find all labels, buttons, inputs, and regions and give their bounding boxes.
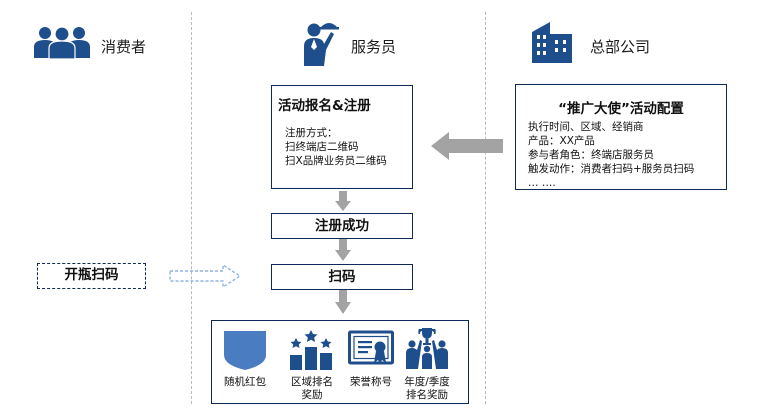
shield-icon: [222, 329, 268, 371]
office-building-icon: [529, 20, 575, 64]
ranking-bars-icon: [288, 328, 334, 370]
config-box: “推广大使”活动配置 执行时间、区域、经销商 产品：XX产品 参与者角色：终端店…: [515, 84, 727, 190]
step-register-success: 注册成功: [271, 213, 413, 239]
reward-label-annual-ranking-text: 年度/季度 排名奖励: [404, 376, 450, 401]
config-line-product: 产品：XX产品: [528, 135, 595, 147]
register-method-label: 注册方式：: [285, 127, 338, 139]
config-line-role: 参与者角色：终端店服务员: [528, 149, 654, 161]
lane-label-staff: 服务员: [351, 38, 397, 56]
register-box: 活动报名&注册 注册方式： 扫终端店二维码 扫X品牌业务员二维码: [271, 85, 413, 189]
reward-label-red-packet: 随机红包: [224, 376, 266, 388]
lane-label-consumer: 消费者: [101, 38, 147, 56]
config-box-title: “推广大使”活动配置: [558, 101, 684, 117]
lane-divider-left: [191, 12, 192, 404]
reward-label-regional-ranking: 区域排名 奖励: [281, 376, 343, 402]
reward-label-annual-ranking: 年度/季度 排名奖励: [395, 376, 459, 402]
consumer-open-scan-box: 开瓶扫码: [37, 263, 146, 289]
down-arrow-3: [335, 290, 351, 314]
consumer-to-scan-arrow: [169, 264, 241, 288]
lane-label-hq: 总部公司: [590, 38, 651, 56]
consumers-group-icon: [33, 25, 91, 59]
config-line-execution: 执行时间、区域、经销商: [528, 121, 644, 133]
reward-label-honor-title: 荣誉称号: [350, 376, 392, 388]
step-scan: 扫码: [271, 264, 413, 290]
certificate-icon: [348, 330, 394, 370]
waiter-icon: [301, 18, 343, 68]
config-line-ellipsis: … ….: [528, 177, 556, 189]
lane-divider-right: [485, 12, 486, 404]
register-method-store-qr: 扫终端店二维码: [285, 141, 359, 153]
register-method-rep-qr: 扫X品牌业务员二维码: [285, 155, 387, 167]
reward-label-regional-ranking-text: 区域排名 奖励: [291, 376, 333, 401]
config-line-trigger: 触发动作：消费者扫码+服务员扫码: [528, 163, 695, 175]
register-box-title: 活动报名&注册: [278, 98, 371, 114]
down-arrow-1: [335, 191, 351, 211]
config-to-register-arrow: [431, 131, 503, 161]
down-arrow-2: [335, 239, 351, 261]
trophy-podium-icon: [403, 326, 451, 370]
